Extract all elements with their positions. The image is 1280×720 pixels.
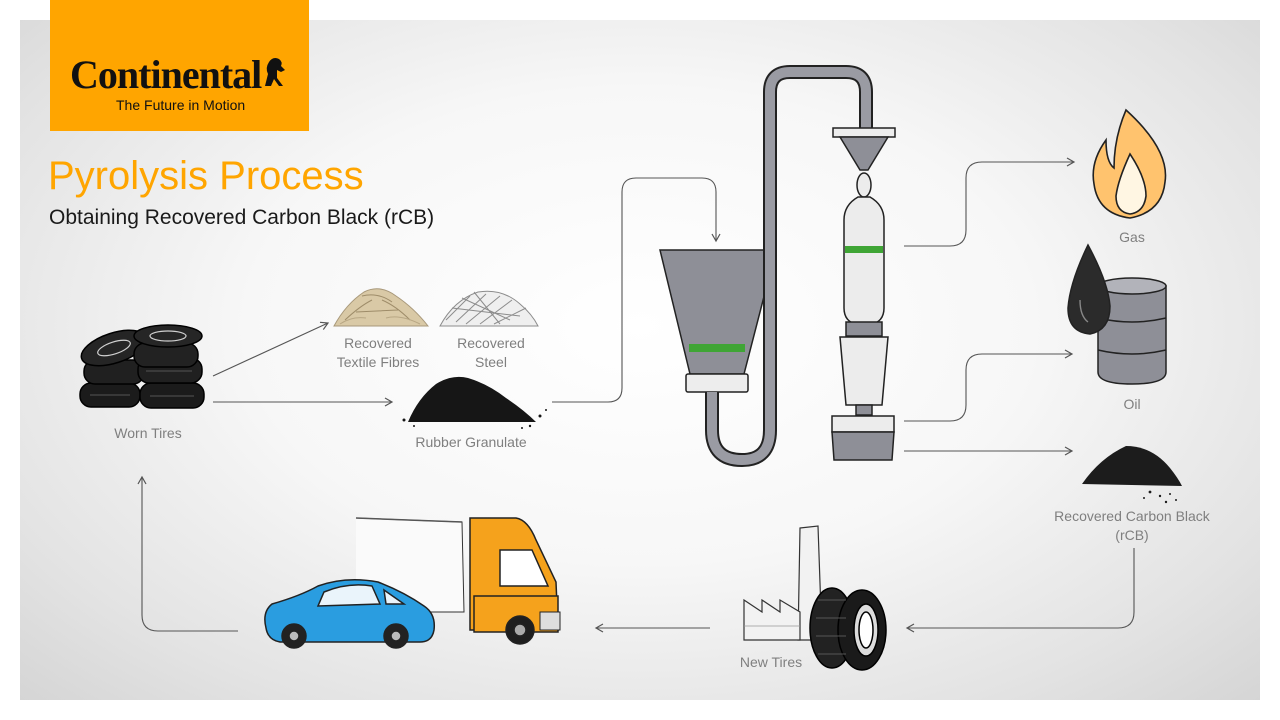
oil-barrel-icon — [1067, 243, 1167, 385]
label-gas: Gas — [1119, 229, 1145, 245]
arrow-to-gas — [904, 157, 1076, 247]
label-new-tires: New Tires — [739, 654, 803, 670]
label-steel: Recovered Steel — [446, 334, 536, 372]
label-rubber-granulate: Rubber Granulate — [415, 434, 527, 450]
label-steel-line1: Recovered — [457, 335, 525, 351]
flame-icon — [1092, 108, 1167, 219]
textile-fibres-icon — [333, 288, 430, 327]
worn-tires-icon — [79, 324, 205, 409]
label-rcb-line2: (rCB) — [1115, 527, 1149, 543]
rcb-pile-icon — [1082, 446, 1182, 504]
background-panel — [20, 20, 1260, 700]
arrow-tires-to-fibres — [212, 321, 330, 377]
brand-name: Continental — [70, 52, 262, 97]
label-textile-fibres: Recovered Textile Fibres — [328, 334, 428, 372]
label-worn-tires: Worn Tires — [114, 425, 182, 441]
steel-icon — [439, 290, 539, 327]
page-title: Pyrolysis Process — [48, 154, 364, 198]
label-rcb-line1: Recovered Carbon Black — [1054, 508, 1210, 524]
car-icon — [264, 579, 436, 649]
brand-tagline: The Future in Motion — [116, 97, 246, 113]
horse-logo-icon — [265, 58, 285, 86]
label-textile-line1: Recovered — [344, 335, 412, 351]
arrow-granulate-to-hopper — [552, 177, 721, 403]
label-textile-line2: Textile Fibres — [336, 354, 420, 370]
arrow-vehicles-to-worn — [137, 475, 238, 632]
page-subtitle: Obtaining Recovered Carbon Black (rCB) — [49, 206, 435, 229]
label-steel-line2: Steel — [475, 354, 507, 370]
brand-logo-box: Continental The Future in Motion — [50, 0, 309, 131]
arrow-rcb-to-newtires — [905, 548, 1135, 633]
label-rcb: Recovered Carbon Black (rCB) — [1042, 507, 1222, 545]
reactor-hopper — [659, 249, 777, 393]
new-tires-icon — [809, 587, 887, 671]
label-oil: Oil — [1123, 396, 1141, 412]
rubber-granulate-icon — [402, 376, 547, 429]
flow-arrows — [137, 157, 1135, 633]
reactor-column — [831, 127, 896, 461]
reactor-pipes — [705, 65, 873, 468]
arrow-to-oil — [904, 349, 1074, 422]
